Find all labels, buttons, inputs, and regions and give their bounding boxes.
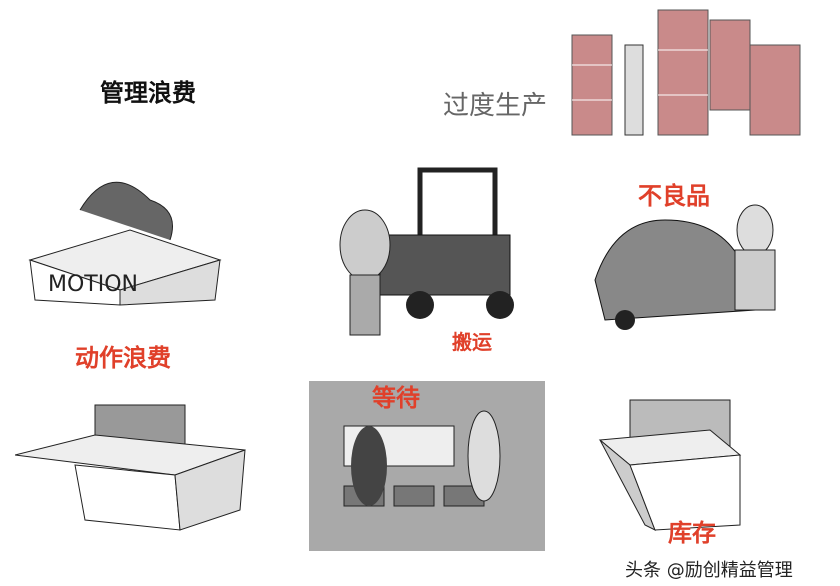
page-title: 管理浪费 — [100, 79, 196, 107]
inventory-box-left-illustration — [15, 404, 246, 531]
label-waiting: 等待 — [372, 384, 420, 412]
box-text-motion: MOTION — [48, 272, 138, 297]
motion-box-illustration — [28, 181, 222, 306]
inventory-box-right-illustration — [598, 399, 742, 532]
label-motion: 动作浪费 — [75, 344, 171, 372]
label-overproduction: 过度生产 — [443, 91, 548, 121]
overproduction-blocks-illustration — [571, 9, 801, 136]
label-inventory: 库存 — [668, 519, 716, 547]
broken-car-illustration — [594, 204, 776, 330]
label-transport: 搬运 — [452, 330, 492, 354]
label-defects: 不良品 — [638, 182, 710, 210]
waiting-illustration — [343, 410, 501, 507]
watermark: 头条 @励创精益管理 — [625, 560, 793, 581]
forklift-illustration — [339, 167, 514, 336]
